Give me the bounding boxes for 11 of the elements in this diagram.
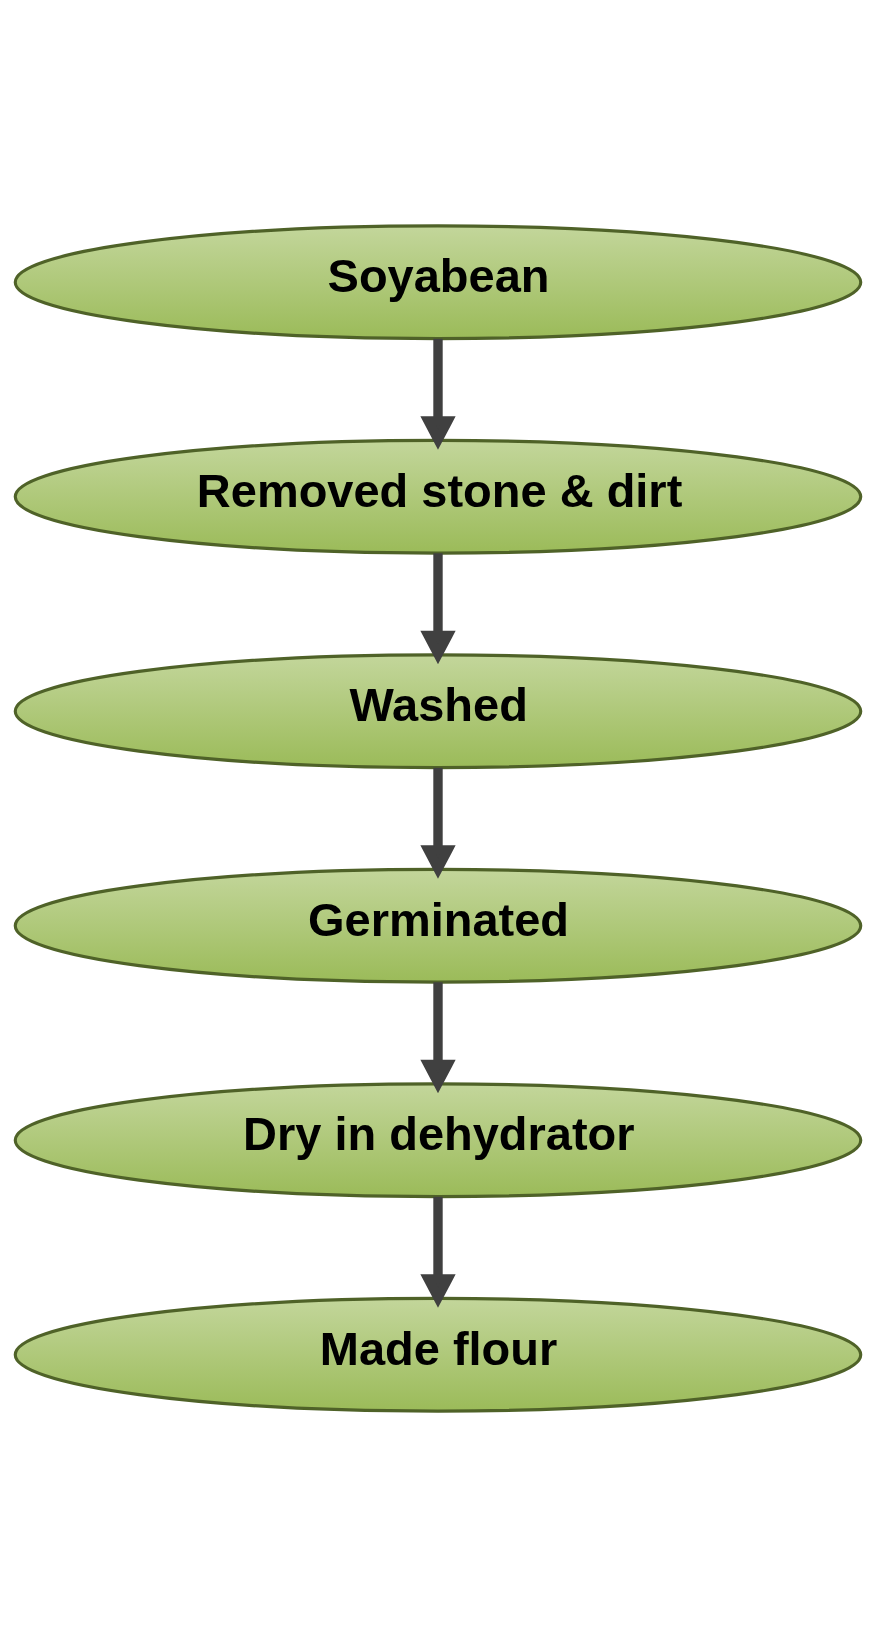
- arrow: [419, 1196, 456, 1308]
- node-ellipse: Removed stone & dirt: [13, 438, 862, 555]
- arrow: [419, 553, 456, 665]
- node-ellipse: Dry in dehydrator: [13, 1082, 862, 1199]
- node-ellipse: Germinated: [13, 867, 862, 984]
- node-ellipse: Made flour: [13, 1296, 862, 1413]
- arrow: [419, 338, 456, 450]
- arrow: [419, 982, 456, 1094]
- node-ellipse: Soyabean: [13, 224, 862, 341]
- node-ellipse: Washed: [13, 653, 862, 770]
- arrow: [419, 767, 456, 879]
